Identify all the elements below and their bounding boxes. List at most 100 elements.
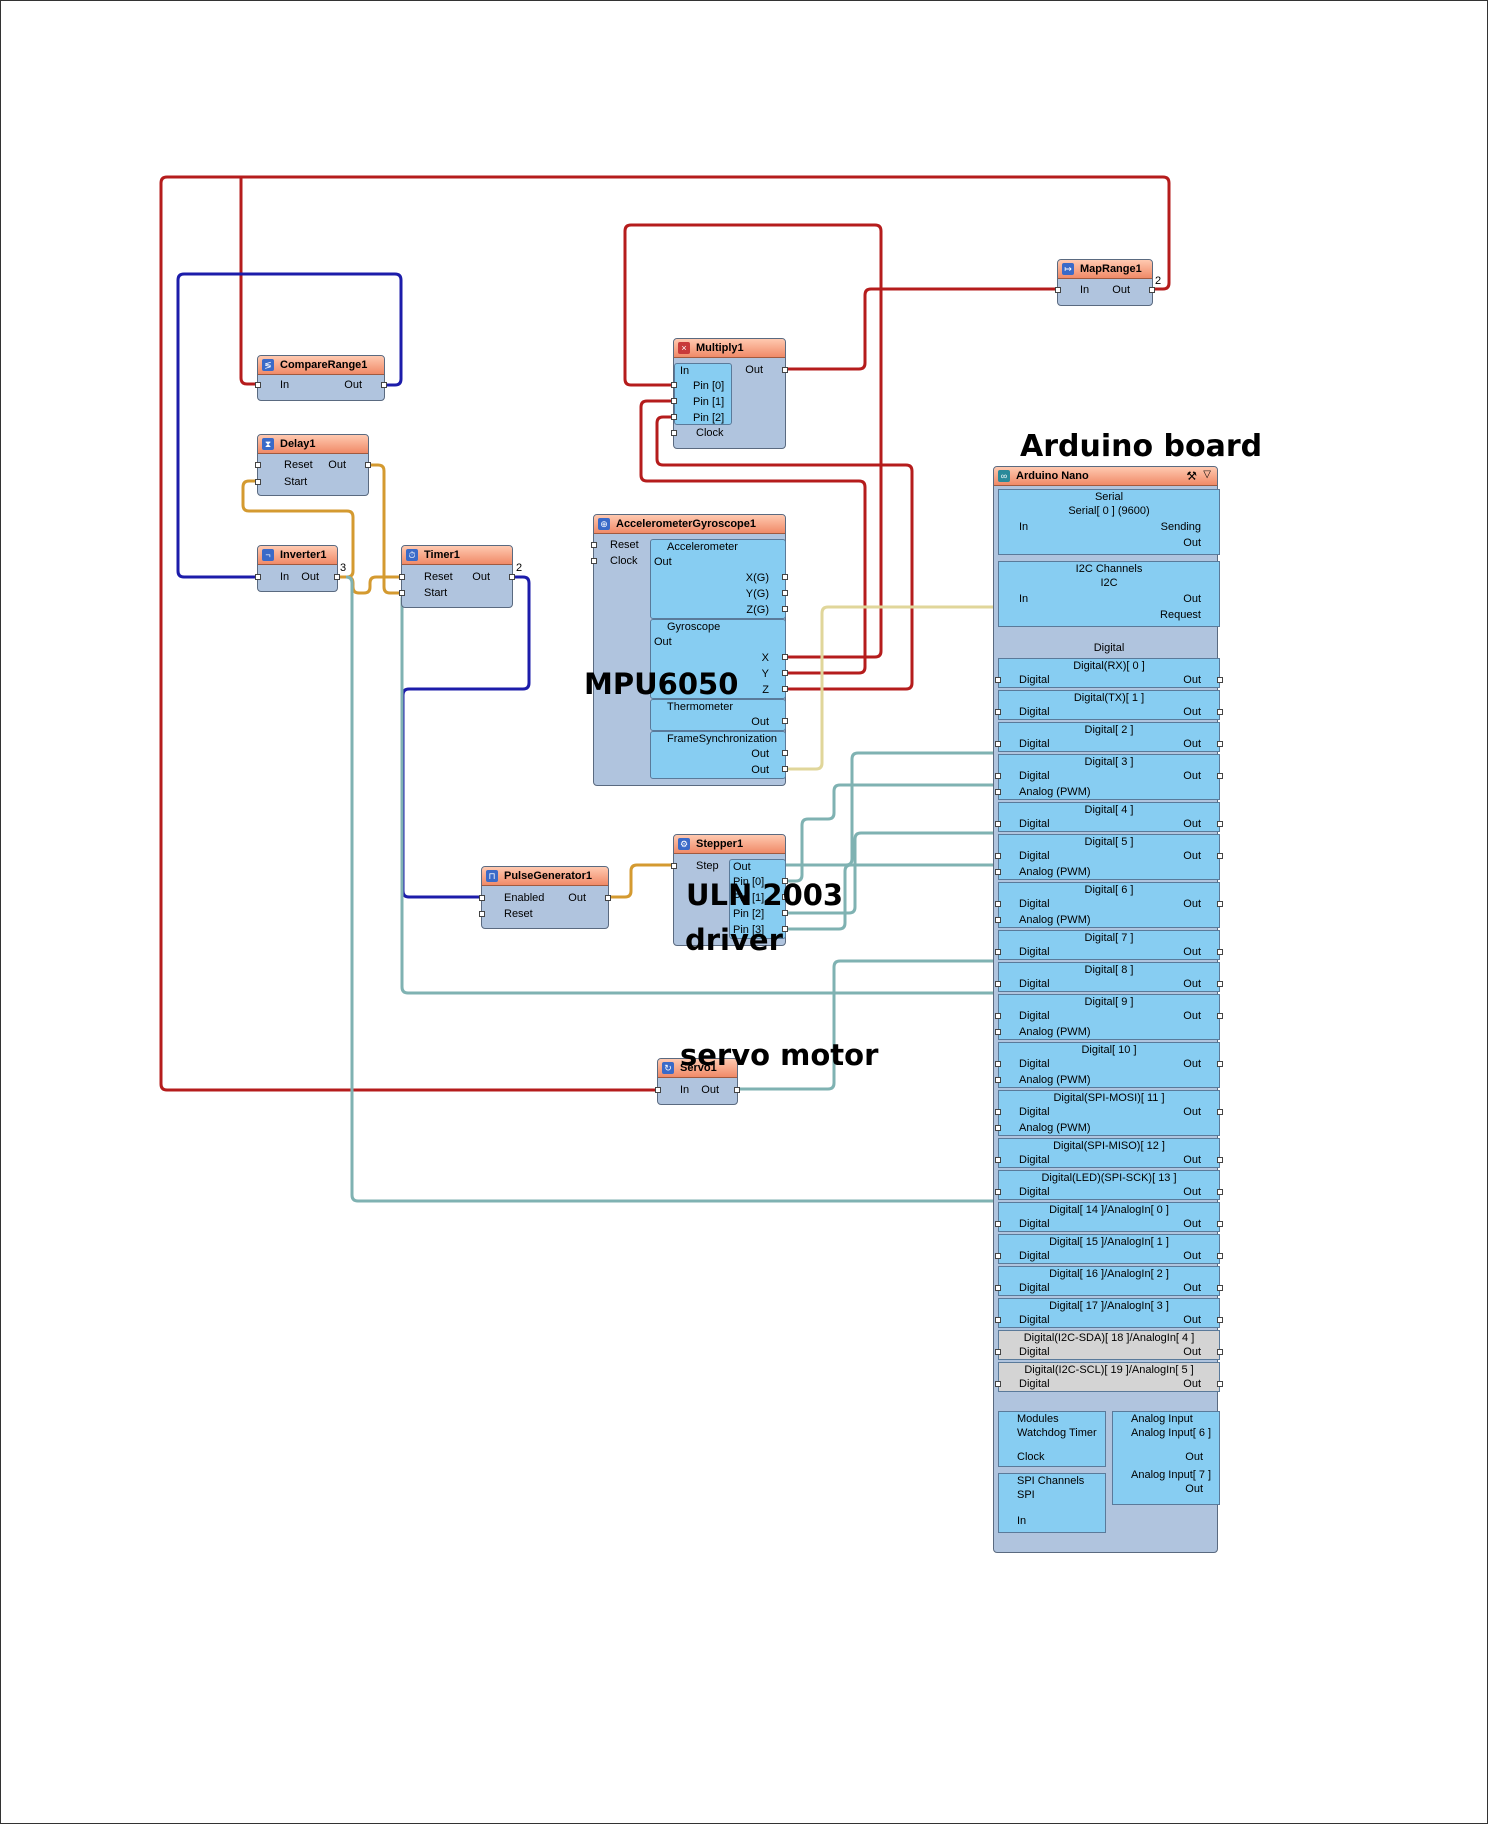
digital-input-pin[interactable]: [995, 981, 1001, 987]
digital-out-pin[interactable]: [1217, 1221, 1223, 1227]
analog-input-pin[interactable]: [995, 869, 1001, 875]
digital-input-pin[interactable]: [995, 1349, 1001, 1355]
digital-out-pin[interactable]: [1217, 981, 1223, 987]
map-range-component[interactable]: MapRange1 ↦ In Out: [1055, 259, 1155, 306]
arduino-chevron-down-icon[interactable]: ▽: [1203, 469, 1211, 480]
timer-out-pin[interactable]: [509, 574, 515, 580]
digital-input-pin[interactable]: [995, 821, 1001, 827]
analog-input-pin[interactable]: [995, 1029, 1001, 1035]
pulse-generator-out-pin[interactable]: [605, 895, 611, 901]
accel-gyro-reset-pin[interactable]: [591, 542, 597, 548]
servo-in-pin[interactable]: [655, 1087, 661, 1093]
gyro-z-pin[interactable]: [782, 686, 788, 692]
digital-input-pin[interactable]: [995, 1061, 1001, 1067]
digital-input-pin[interactable]: [995, 1221, 1001, 1227]
multiply-clock-pin[interactable]: [671, 430, 677, 436]
accel-gyro-clock-pin[interactable]: [591, 558, 597, 564]
servo-out-pin[interactable]: [734, 1087, 740, 1093]
stepper-pin3-dot[interactable]: [782, 926, 788, 932]
arduino-nano-component[interactable]: Arduino Nano ∞ ⚒ ▽ Serial Serial[ 0 ] (9…: [993, 466, 1223, 1553]
digital-out-pin[interactable]: [1217, 1157, 1223, 1163]
compare-range-out-label: Out: [344, 379, 362, 391]
servo-component[interactable]: Servo1 ↻ In Out: [655, 1058, 740, 1105]
delay-out-pin[interactable]: [365, 462, 371, 468]
stepper-pin1-dot[interactable]: [782, 894, 788, 900]
multiply-component[interactable]: Multiply1 × In Pin [0] Pin [1] Pin [2] C…: [671, 338, 788, 449]
analog-input-pin[interactable]: [995, 789, 1001, 795]
thermometer-out-pin[interactable]: [782, 718, 788, 724]
digital-out-pin[interactable]: [1217, 677, 1223, 683]
digital-out-pin[interactable]: [1217, 1061, 1223, 1067]
digital-input-pin[interactable]: [995, 853, 1001, 859]
frame-sync-out2-pin[interactable]: [782, 766, 788, 772]
stepper-pin2-dot[interactable]: [782, 910, 788, 916]
gyro-y-pin[interactable]: [782, 670, 788, 676]
digital-out-pin[interactable]: [1217, 1381, 1223, 1387]
timer-reset-pin[interactable]: [399, 574, 405, 580]
accel-gyro-component[interactable]: AccelerometerGyroscope1 ⊕ Reset Clock Ac…: [591, 514, 788, 786]
accel-x-pin[interactable]: [782, 574, 788, 580]
accel-y-pin[interactable]: [782, 590, 788, 596]
digital-input-pin[interactable]: [995, 1317, 1001, 1323]
digital-input-pin[interactable]: [995, 741, 1001, 747]
arduino-tools-icon[interactable]: ⚒: [1186, 469, 1197, 483]
timer-start-pin[interactable]: [399, 590, 405, 596]
digital-out-pin[interactable]: [1217, 1189, 1223, 1195]
timer-component[interactable]: Timer1 ⏱ Reset Start Out: [399, 545, 515, 608]
digital-out-pin[interactable]: [1217, 1109, 1223, 1115]
map-range-out-pin[interactable]: [1149, 287, 1155, 293]
compare-range-component[interactable]: CompareRange1 ≶ In Out: [255, 355, 387, 401]
i2c-section: I2C Channels I2C In Out Request: [998, 561, 1220, 627]
map-range-in-pin[interactable]: [1055, 287, 1061, 293]
digital-input-pin[interactable]: [995, 1381, 1001, 1387]
digital-out-pin[interactable]: [1217, 1013, 1223, 1019]
analog-input-pin[interactable]: [995, 917, 1001, 923]
pulse-generator-enabled-pin[interactable]: [479, 895, 485, 901]
frame-sync-out1-pin[interactable]: [782, 750, 788, 756]
inverter-in-pin[interactable]: [255, 574, 261, 580]
digital-input-pin[interactable]: [995, 901, 1001, 907]
digital-out-pin[interactable]: [1217, 949, 1223, 955]
inverter-component[interactable]: Inverter1 ¬ In Out: [255, 545, 340, 592]
digital-out-pin[interactable]: [1217, 709, 1223, 715]
digital-out-pin[interactable]: [1217, 821, 1223, 827]
digital-input-pin[interactable]: [995, 709, 1001, 715]
digital-out-pin[interactable]: [1217, 773, 1223, 779]
stepper-pin0-dot[interactable]: [782, 878, 788, 884]
compare-range-out-pin[interactable]: [381, 382, 387, 388]
digital-input-pin[interactable]: [995, 1189, 1001, 1195]
digital-out-pin[interactable]: [1217, 1285, 1223, 1291]
stepper-step-pin[interactable]: [671, 863, 677, 869]
pulse-generator-component[interactable]: PulseGenerator1 ⊓ Enabled Reset Out: [479, 866, 611, 929]
digital-out-pin[interactable]: [1217, 1317, 1223, 1323]
analog-input-pin[interactable]: [995, 1077, 1001, 1083]
digital-out-pin[interactable]: [1217, 853, 1223, 859]
delay-reset-pin[interactable]: [255, 462, 261, 468]
delay-component[interactable]: Delay1 ⧗ Reset Start Out: [255, 434, 371, 496]
accel-z-pin[interactable]: [782, 606, 788, 612]
delay-start-pin[interactable]: [255, 479, 261, 485]
gyro-x-pin[interactable]: [782, 654, 788, 660]
compare-range-in-pin[interactable]: [255, 382, 261, 388]
digital-input-pin[interactable]: [995, 1157, 1001, 1163]
stepper-component[interactable]: Stepper1 ⚙ Step Out Pin [0] Pin [1] Pin …: [671, 834, 788, 946]
digital-input-pin[interactable]: [995, 949, 1001, 955]
multiply-pin2-dot[interactable]: [671, 414, 677, 420]
digital-input-pin[interactable]: [995, 1285, 1001, 1291]
digital-out-pin[interactable]: [1217, 1349, 1223, 1355]
digital-out-pin[interactable]: [1217, 901, 1223, 907]
inverter-out-pin[interactable]: [334, 574, 340, 580]
pulse-generator-reset-pin[interactable]: [479, 911, 485, 917]
multiply-out-pin[interactable]: [782, 367, 788, 373]
digital-input-pin[interactable]: [995, 1109, 1001, 1115]
digital-out-pin[interactable]: [1217, 1253, 1223, 1259]
digital-input-pin[interactable]: [995, 1253, 1001, 1259]
digital-input-label: Digital: [1019, 674, 1050, 686]
digital-input-pin[interactable]: [995, 1013, 1001, 1019]
multiply-pin0-dot[interactable]: [671, 382, 677, 388]
multiply-pin1-dot[interactable]: [671, 398, 677, 404]
digital-out-pin[interactable]: [1217, 741, 1223, 747]
digital-input-pin[interactable]: [995, 773, 1001, 779]
digital-input-pin[interactable]: [995, 677, 1001, 683]
analog-input-pin[interactable]: [995, 1125, 1001, 1131]
